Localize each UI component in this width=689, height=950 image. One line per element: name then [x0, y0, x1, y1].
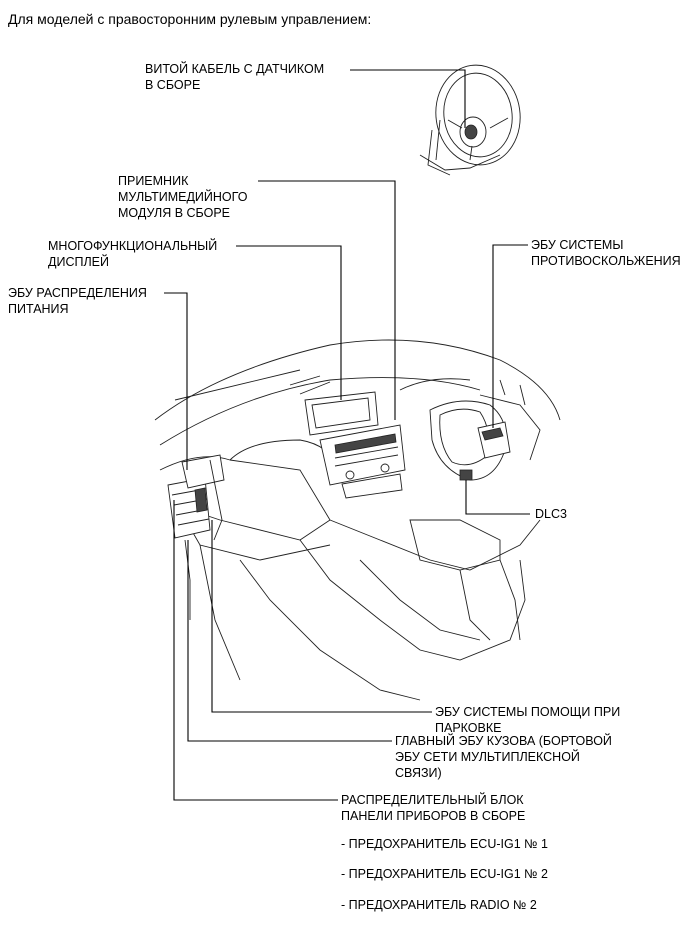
label-line: ВИТОЙ КАБЕЛЬ С ДАТЧИКОМ — [145, 62, 325, 76]
leader-spiral-cable — [350, 69, 466, 128]
label-line: ДИСПЛЕЙ — [48, 255, 109, 269]
leader-main-body-ecu — [187, 540, 392, 742]
label-multimedia-receiver: ПРИЕМНИК МУЛЬТИМЕДИЙНОГО МОДУЛЯ В СБОРЕ — [118, 173, 247, 221]
label-line: МУЛЬТИМЕДИЙНОГО — [118, 190, 248, 204]
leader-multi-display — [236, 245, 342, 400]
label-line: РАСПРЕДЕЛИТЕЛЬНЫЙ БЛОК — [341, 793, 524, 807]
label-line: ПИТАНИЯ — [8, 302, 69, 316]
label-line: DLC3 — [535, 507, 567, 521]
leader-skid-control-ecu — [492, 244, 528, 428]
dashboard-illustration — [154, 339, 561, 701]
page-heading: Для моделей с правосторонним рулевым упр… — [8, 11, 372, 27]
label-spiral-cable: ВИТОЙ КАБЕЛЬ С ДАТЧИКОМ В СБОРЕ — [145, 61, 324, 93]
label-dlc3: DLC3 — [535, 506, 567, 522]
leader-power-dist-ecu — [164, 292, 188, 470]
leader-dlc3 — [465, 480, 530, 515]
leader-parking-assist-ecu — [211, 520, 432, 713]
label-multi-display: МНОГОФУНКЦИОНАЛЬНЫЙ ДИСПЛЕЙ — [48, 238, 217, 270]
label-power-dist-ecu: ЭБУ РАСПРЕДЕЛЕНИЯ ПИТАНИЯ — [8, 285, 147, 317]
label-line: СВЯЗИ) — [395, 766, 442, 780]
steering-wheel-illustration — [419, 64, 521, 176]
leader-junction-block — [173, 500, 338, 801]
leader-multimedia-receiver — [258, 180, 396, 420]
label-line: МНОГОФУНКЦИОНАЛЬНЫЙ — [48, 239, 218, 253]
label-line: ЭБУ СИСТЕМЫ ПОМОЩИ ПРИ — [435, 705, 621, 719]
fuse-item: - ПРЕДОХРАНИТЕЛЬ ECU-IG1 № 2 — [341, 867, 548, 881]
label-junction-block: РАСПРЕДЕЛИТЕЛЬНЫЙ БЛОК ПАНЕЛИ ПРИБОРОВ В… — [341, 792, 525, 824]
label-line: ЭБУ РАСПРЕДЕЛЕНИЯ — [8, 286, 147, 300]
label-line: МОДУЛЯ В СБОРЕ — [118, 206, 230, 220]
leader-lines — [164, 69, 530, 801]
label-line: ПРИЕМНИК — [118, 174, 189, 188]
label-line: ПАРКОВКЕ — [435, 721, 502, 735]
label-skid-control-ecu: ЭБУ СИСТЕМЫ ПРОТИВОСКОЛЬЖЕНИЯ — [531, 237, 681, 269]
fuse-item: - ПРЕДОХРАНИТЕЛЬ RADIO № 2 — [341, 898, 537, 912]
label-main-body-ecu: ГЛАВНЫЙ ЭБУ КУЗОВА (БОРТОВОЙ ЭБУ СЕТИ МУ… — [395, 733, 612, 781]
label-line: ЭБУ СИСТЕМЫ — [531, 238, 624, 252]
label-line: ГЛАВНЫЙ ЭБУ КУЗОВА (БОРТОВОЙ — [395, 734, 612, 748]
label-line: В СБОРЕ — [145, 78, 201, 92]
fuse-item: - ПРЕДОХРАНИТЕЛЬ ECU-IG1 № 1 — [341, 837, 548, 851]
label-line: ЭБУ СЕТИ МУЛЬТИПЛЕКСНОЙ — [395, 750, 580, 764]
label-parking-assist-ecu: ЭБУ СИСТЕМЫ ПОМОЩИ ПРИ ПАРКОВКЕ — [435, 704, 620, 736]
label-line: ПАНЕЛИ ПРИБОРОВ В СБОРЕ — [341, 809, 526, 823]
label-line: ПРОТИВОСКОЛЬЖЕНИЯ — [531, 254, 681, 268]
